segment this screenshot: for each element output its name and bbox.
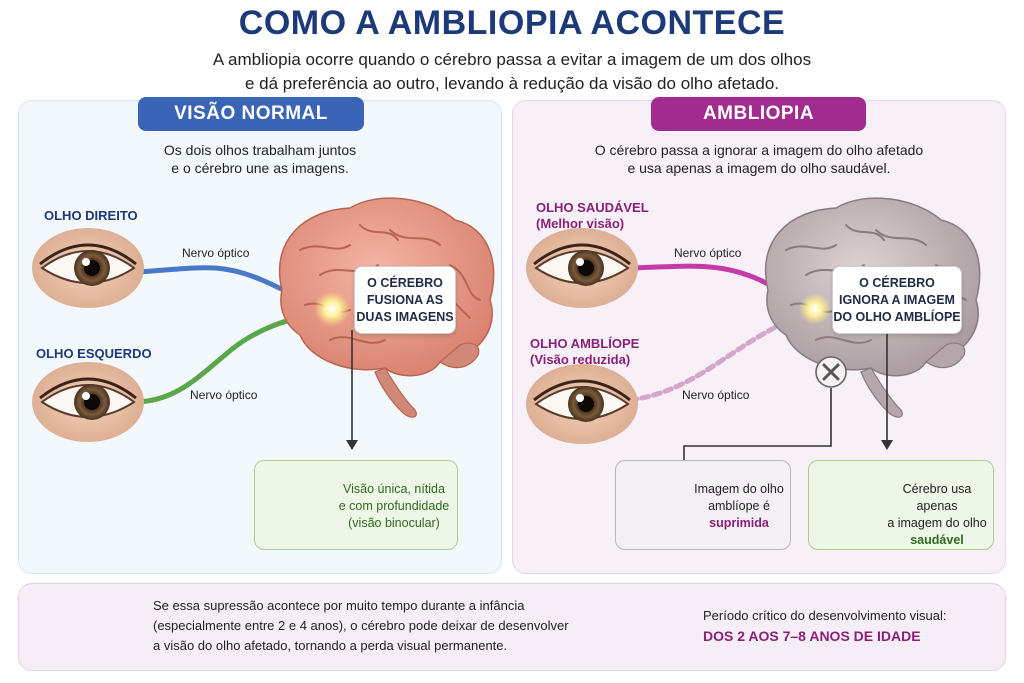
suppressed-result-line-2: amblíope é — [708, 499, 770, 513]
footer-text-line-3: a visão do olho afetado, tornando a perd… — [153, 638, 508, 653]
ignore-callout-line-2: IGNORA A IMAGEM — [839, 292, 955, 307]
healthy-result-line-3: saudável — [910, 533, 964, 547]
fusion-callout-line-3: DUAS IMAGENS — [356, 309, 454, 324]
left-eye-label: OLHO ESQUERDO — [36, 346, 152, 361]
healthy-result-text: Cérebro usa apenas a imagem do olho saud… — [883, 481, 991, 549]
fusion-callout-line-1: O CÉREBRO — [367, 275, 443, 290]
amblyopic-eye-title: OLHO AMBLÍOPE — [530, 336, 640, 351]
nerve-label-top-amblyopia: Nervo óptico — [674, 246, 742, 260]
page-title: COMO A AMBLIOPIA ACONTECE — [238, 4, 786, 42]
amblyopia-desc-line-2: e usa apenas a imagem do olho saudável. — [627, 160, 891, 176]
healthy-result-line-1: Cérebro usa apenas — [902, 482, 972, 513]
normal-desc-line-2: e o cérebro une as imagens. — [171, 160, 349, 176]
normal-vision-badge: VISÃO NORMAL — [138, 97, 364, 131]
page-subtitle: A ambliopia ocorre quando o cérebro pass… — [0, 48, 1024, 96]
nerve-label-bottom-normal: Nervo óptico — [190, 388, 258, 402]
healthy-eye-subtitle: (Melhor visão) — [536, 216, 625, 231]
ignore-callout: O CÉREBRO IGNORA A IMAGEM DO OLHO AMBLÍO… — [832, 266, 962, 334]
footer-info-box: Se essa supressão acontece por muito tem… — [18, 583, 1006, 671]
amblyopic-eye-subtitle: (Visão reduzida) — [530, 352, 631, 367]
amblyopia-badge: AMBLIOPIA — [651, 97, 866, 131]
fusion-callout-line-2: FUSIONA AS — [366, 292, 444, 307]
normal-vision-description: Os dois olhos trabalham juntos e o céreb… — [19, 141, 501, 177]
critical-period-value: DOS 2 AOS 7–8 ANOS DE IDADE — [703, 628, 921, 644]
binocular-result-card: Visão única, nítida e com profundidade (… — [254, 460, 458, 550]
healthy-eye-title: OLHO SAUDÁVEL — [536, 200, 649, 215]
ignore-callout-line-1: O CÉREBRO — [859, 275, 935, 290]
right-eye-label: OLHO DIREITO — [44, 208, 138, 223]
ignore-callout-line-3: DO OLHO AMBLÍOPE — [833, 309, 961, 324]
amblyopic-eye-label: OLHO AMBLÍOPE (Visão reduzida) — [530, 336, 639, 368]
binocular-result-line-1: Visão única, nítida — [343, 482, 445, 496]
normal-desc-line-1: Os dois olhos trabalham juntos — [163, 142, 357, 158]
suppressed-result-card: Imagem do olho amblíope é suprimida — [615, 460, 791, 550]
healthy-result-line-2: a imagem do olho — [887, 516, 987, 530]
binocular-result-line-3: (visão binocular) — [348, 516, 440, 530]
suppressed-result-line-3: suprimida — [709, 516, 769, 530]
healthy-eye-label: OLHO SAUDÁVEL (Melhor visão) — [536, 200, 649, 232]
fusion-callout: O CÉREBRO FUSIONA AS DUAS IMAGENS — [354, 266, 456, 334]
healthy-result-card: Cérebro usa apenas a imagem do olho saud… — [808, 460, 994, 550]
binocular-result-line-2: e com profundidade — [338, 499, 450, 513]
critical-period-label: Período crítico do desenvolvimento visua… — [703, 608, 947, 623]
footer-warning-text: Se essa supressão acontece por muito tem… — [153, 596, 583, 656]
suppressed-result-line-1: Imagem do olho — [694, 482, 784, 496]
footer-text-line-1: Se essa supressão acontece por muito tem… — [153, 598, 525, 613]
subtitle-line-1: A ambliopia ocorre quando o cérebro pass… — [212, 50, 812, 69]
binocular-result-text: Visão única, nítida e com profundidade (… — [335, 481, 453, 532]
footer-text-line-2: (especialmente entre 2 e 4 anos), o cére… — [153, 618, 569, 633]
nerve-label-bottom-amblyopia: Nervo óptico — [682, 388, 750, 402]
suppressed-result-text: Imagem do olho amblíope é suprimida — [690, 481, 788, 532]
nerve-label-top-normal: Nervo óptico — [182, 246, 250, 260]
amblyopia-desc-line-1: O cérebro passa a ignorar a imagem do ol… — [594, 142, 924, 158]
subtitle-line-2: e dá preferência ao outro, levando à red… — [245, 74, 779, 93]
amblyopia-description: O cérebro passa a ignorar a imagem do ol… — [513, 141, 1005, 177]
